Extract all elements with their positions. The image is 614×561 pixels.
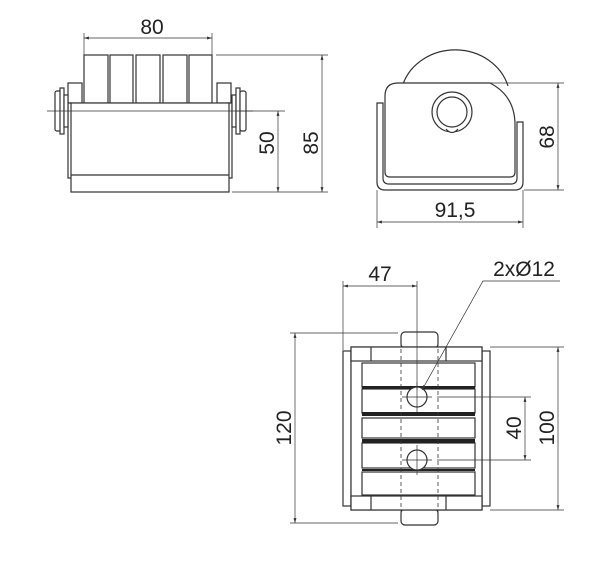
dim-80: 80	[140, 16, 163, 39]
dim-85: 85	[300, 131, 323, 154]
dim-120: 120	[273, 410, 296, 445]
rollers	[83, 54, 213, 104]
right-strip	[481, 350, 491, 507]
dim-40: 40	[503, 416, 526, 439]
dim-91-5: 91,5	[435, 199, 476, 222]
front-view: 80 85 50	[47, 16, 328, 193]
axle-cap-bottom	[400, 508, 439, 526]
hub-outer	[431, 91, 473, 133]
top-view: 47 2xØ12 120 100 40	[273, 258, 564, 526]
side-view: 68 91,5	[376, 49, 564, 228]
u-channel	[376, 102, 524, 191]
hole-upper	[402, 382, 432, 412]
right-bracket	[216, 82, 232, 104]
dim-47: 47	[368, 263, 391, 286]
dim-50: 50	[256, 131, 279, 154]
axle-cap-top	[400, 331, 439, 349]
hole-callout: 2xØ12	[493, 258, 555, 281]
left-bracket	[67, 82, 83, 104]
rollers-top	[361, 362, 476, 496]
wheel-arc	[402, 49, 509, 87]
dim-68: 68	[536, 125, 559, 148]
hole-lower	[402, 445, 432, 475]
hub-inner	[436, 96, 468, 128]
left-strip	[342, 350, 352, 507]
dim-100: 100	[536, 410, 559, 445]
circlip	[445, 128, 459, 134]
body	[70, 102, 230, 193]
